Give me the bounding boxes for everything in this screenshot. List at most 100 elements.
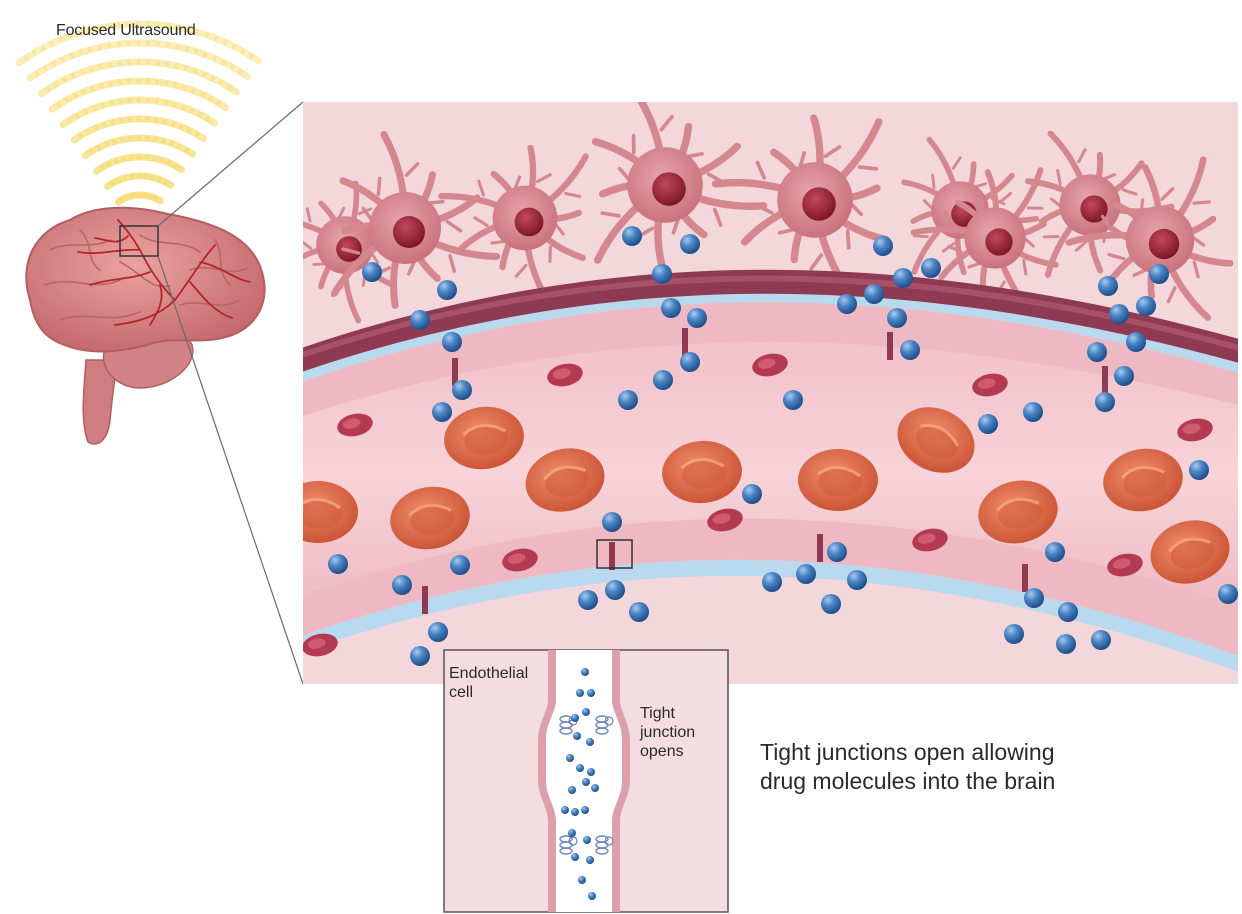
red-blood-cell-center: [303, 499, 342, 529]
astrocyte-branch: [809, 253, 824, 271]
drug-molecule: [653, 370, 673, 390]
drug-molecule: [873, 236, 893, 256]
bbb-cross-section: [303, 102, 1238, 684]
ultrasound-wave-segment: [59, 117, 73, 129]
ultrasound-wave-segment: [165, 60, 179, 70]
ultrasound-wave-segment: [219, 79, 232, 91]
drug-molecule: [687, 308, 707, 328]
red-blood-cell-center: [998, 498, 1043, 529]
junction-protein-loop: [604, 836, 614, 846]
drug-molecule: [847, 570, 867, 590]
drug-molecule: [796, 564, 816, 584]
ultrasound-wave-segment: [182, 84, 196, 94]
astrocyte-branch: [600, 211, 621, 218]
junction-zoom-box: [596, 539, 633, 569]
red-blood-cell: [390, 486, 470, 550]
astrocyte: [1065, 156, 1234, 321]
ultrasound-wave-segment: [118, 97, 132, 105]
ultrasound-wave-segment: [195, 29, 209, 38]
astrocyte-branch: [548, 245, 552, 264]
astrocyte-branch: [947, 245, 963, 254]
ultrasound-wave-segment: [194, 48, 208, 58]
ultrasound-wave-segment: [108, 79, 122, 88]
red-blood-cell: [798, 449, 878, 511]
ultrasound-wave-segment: [83, 105, 97, 115]
drug-molecule: [452, 380, 472, 400]
caption-line-2: drug molecules into the brain: [760, 768, 1056, 794]
drug-molecule: [1045, 542, 1065, 562]
ultrasound-wave-segment: [223, 39, 237, 50]
drug-molecule: [1126, 332, 1146, 352]
astrocyte-branch: [845, 229, 851, 250]
ultrasound-wave-segment: [37, 86, 51, 98]
inset-drug-molecules: [561, 668, 599, 900]
endothelial-nucleus-highlight: [977, 378, 996, 389]
astrocyte-branch: [755, 160, 767, 180]
astrocyte-branch: [473, 216, 489, 227]
astrocyte-branch: [535, 173, 552, 184]
vessel-inner-membrane: [303, 559, 1238, 672]
drug-molecule: [1149, 264, 1169, 284]
ultrasound-wave-segment: [69, 49, 84, 59]
drug-molecule: [1024, 588, 1044, 608]
astrocyte-branch: [944, 210, 954, 226]
ultrasound-wave-segment: [146, 58, 160, 67]
drug-molecule: [978, 414, 998, 434]
drug-molecule: [568, 786, 576, 794]
inset-right-wall: [612, 650, 630, 912]
drug-molecule: [573, 732, 581, 740]
ultrasound-wave-segment: [164, 80, 178, 89]
brain-illustration: [25, 206, 266, 445]
ultrasound-wave-segment: [210, 75, 224, 86]
ultrasound-wave-segment: [156, 40, 170, 49]
astrocyte-branch: [1107, 252, 1126, 261]
astrocyte-branch: [477, 179, 485, 197]
ultrasound-wave-segment: [240, 48, 254, 60]
astrocyte-branch: [514, 263, 528, 278]
astrocyte-branch: [305, 207, 312, 223]
ultrasound-wave-segment: [34, 65, 48, 77]
tight-junction-label-line-3: opens: [640, 743, 684, 760]
tight-junction-inset: [443, 649, 729, 913]
tight-junction-label: Tight junction opens: [640, 704, 730, 761]
ultrasound-wave-segment: [119, 116, 133, 124]
ultrasound-wave-segment: [232, 43, 246, 54]
drug-molecule: [568, 829, 576, 837]
astrocyte-nucleus: [985, 228, 1013, 256]
drug-molecule: [622, 226, 642, 246]
caption: Tight junctions open allowing drug molec…: [760, 738, 1220, 796]
ultrasound-wave-segment: [179, 123, 192, 134]
drug-molecule: [1189, 460, 1209, 480]
drug-molecule: [578, 876, 586, 884]
astrocyte-branch: [857, 165, 879, 171]
astrocyte-branch: [1100, 214, 1113, 231]
drug-molecule: [1109, 304, 1129, 324]
ultrasound-wave-segment: [171, 120, 184, 130]
drug-molecule: [571, 853, 579, 861]
ultrasound-wave-segment: [53, 76, 67, 87]
drug-molecule: [1114, 366, 1134, 386]
tight-junction-label-line-1: Tight: [640, 705, 675, 722]
ultrasound-wave-segment: [227, 84, 240, 96]
astrocyte: [910, 167, 1059, 315]
red-blood-cell-highlight: [542, 465, 586, 481]
red-blood-cell: [897, 407, 975, 473]
ultrasound-wave-segment: [85, 124, 99, 135]
junction-protein-strand: [595, 847, 609, 855]
red-blood-cell: [978, 480, 1058, 544]
ultrasound-wave-segment: [49, 36, 64, 47]
ultrasound-wave-segment: [205, 116, 218, 127]
astrocyte-branch: [445, 219, 463, 233]
astrocyte-branch: [712, 207, 723, 228]
endothelial-nucleus-highlight: [342, 418, 361, 429]
astrocyte: [711, 114, 891, 298]
ultrasound-wave-segment: [81, 85, 95, 95]
ultrasound-wave-segment: [183, 65, 198, 75]
drug-molecule: [1136, 296, 1156, 316]
drug-molecule: [576, 764, 584, 772]
drug-molecule: [392, 575, 412, 595]
drug-molecule: [680, 234, 700, 254]
ultrasound-wave-segment: [78, 128, 91, 139]
drug-molecule: [821, 594, 841, 614]
drug-molecules: [328, 226, 1238, 666]
